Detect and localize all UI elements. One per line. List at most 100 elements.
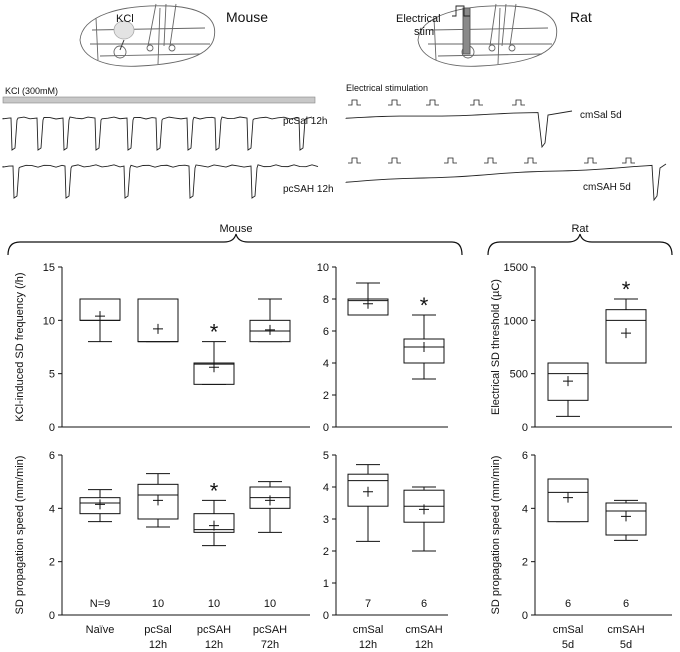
y-tick-label: 5: [323, 450, 329, 462]
n-label: 10: [152, 598, 164, 610]
mean-marker: [563, 492, 573, 503]
mean-marker: [563, 376, 573, 387]
n-label: 6: [623, 598, 629, 610]
mean-marker: [153, 323, 163, 334]
y-tick-label: 10: [317, 262, 329, 274]
box-0: [79, 489, 121, 523]
mean-marker: [419, 342, 429, 352]
y-axis-label: KCl-induced SD frequency (/h): [14, 272, 26, 421]
mouse-skull-illustration: [79, 3, 216, 67]
category-label: pcSAH: [197, 624, 231, 636]
category-label: cmSAH: [405, 624, 442, 636]
mouse-bracket-label: Mouse: [219, 223, 252, 235]
y-tick-label: 4: [49, 503, 55, 515]
n-label: 10: [208, 598, 220, 610]
stim-label-line2: stim: [414, 26, 434, 38]
kcl-drop-icon: [113, 20, 135, 51]
category-label: 5d: [620, 639, 632, 651]
box-1: [605, 298, 647, 364]
rat-bracket: [487, 233, 673, 256]
mean-marker: [95, 499, 105, 510]
category-label: pcSAH: [253, 624, 287, 636]
y-axis-label: SD propagation speed (mm/min): [14, 456, 26, 615]
n-label: 6: [421, 598, 427, 610]
y-tick-label: 2: [522, 557, 528, 569]
trace-label-cmsal: cmSal 5d: [580, 110, 622, 121]
y-tick-label: 2: [49, 557, 55, 569]
y-tick-label: 1500: [504, 262, 528, 274]
significance-star: *: [210, 320, 219, 345]
y-tick-label: 6: [522, 450, 528, 462]
category-label: cmSAH: [607, 624, 644, 636]
y-tick-label: 1000: [504, 315, 528, 327]
n-label: 6: [565, 598, 571, 610]
mean-marker: [265, 495, 275, 506]
box-0: [547, 362, 589, 417]
y-tick-label: 3: [323, 514, 329, 526]
y-tick-label: 6: [323, 326, 329, 338]
kcl-bar-label: KCl (300mM): [5, 86, 58, 96]
mean-marker: [621, 511, 631, 522]
mean-marker: [419, 504, 429, 515]
mean-marker: [95, 311, 105, 322]
trace-pcsal-12h: [2, 116, 313, 151]
electrical-stimulation-label: Electrical stimulation: [346, 83, 428, 93]
category-label: 12h: [359, 639, 377, 651]
mean-marker: [621, 328, 631, 339]
n-label: 10: [264, 598, 276, 610]
trace-label-pcsal: pcSal 12h: [283, 116, 327, 127]
y-tick-label: 2: [323, 546, 329, 558]
y-tick-label: 4: [323, 482, 329, 494]
y-tick-label: 0: [49, 610, 55, 622]
mean-marker: [363, 486, 373, 497]
y-tick-label: 500: [510, 369, 528, 381]
mean-marker: [363, 298, 373, 309]
significance-star: *: [622, 277, 631, 302]
box-1: [137, 298, 179, 343]
y-tick-label: 2: [323, 390, 329, 402]
rat-skull-illustration: [417, 3, 558, 67]
mean-marker: [153, 495, 163, 506]
trace-pcsah-12h: [2, 164, 319, 199]
category-label: 12h: [415, 639, 433, 651]
trace-label-cmsah: cmSAH 5d: [583, 182, 631, 193]
stim-pulses-cmsah: [348, 157, 635, 164]
category-label: cmSal: [353, 624, 384, 636]
kcl-label: KCl: [116, 13, 134, 25]
category-label: cmSal: [553, 624, 584, 636]
significance-star: *: [420, 293, 429, 318]
box-0: [547, 478, 589, 523]
y-tick-label: 4: [522, 503, 528, 515]
mouse-title: Mouse: [226, 9, 268, 25]
category-label: 5d: [562, 639, 574, 651]
mean-marker: [209, 520, 219, 531]
box-3: [249, 298, 291, 343]
significance-star: *: [210, 478, 219, 503]
box-0: [79, 298, 121, 343]
trace-cmsal-5d: [345, 110, 573, 149]
category-label: 72h: [261, 639, 279, 651]
category-label: pcSal: [144, 624, 172, 636]
stim-pulses-cmsal: [348, 99, 525, 106]
y-axis-label: Electrical SD threshold (µC): [490, 279, 502, 415]
y-tick-label: 0: [323, 610, 329, 622]
y-tick-label: 4: [323, 358, 329, 370]
y-tick-label: 10: [43, 315, 55, 327]
box-1: [403, 314, 445, 380]
trace-cmsah-5d: [345, 163, 667, 202]
box-iqr: [137, 298, 179, 343]
kcl-application-bar: [2, 96, 316, 104]
box-1: [137, 473, 179, 528]
stim-label-line1: Electrical: [396, 13, 441, 25]
box-2: [193, 341, 235, 385]
y-tick-label: 0: [522, 422, 528, 434]
box-0: [347, 464, 389, 542]
rat-bracket-label: Rat: [571, 223, 588, 235]
box-2: [193, 499, 235, 547]
box-1: [403, 486, 445, 552]
